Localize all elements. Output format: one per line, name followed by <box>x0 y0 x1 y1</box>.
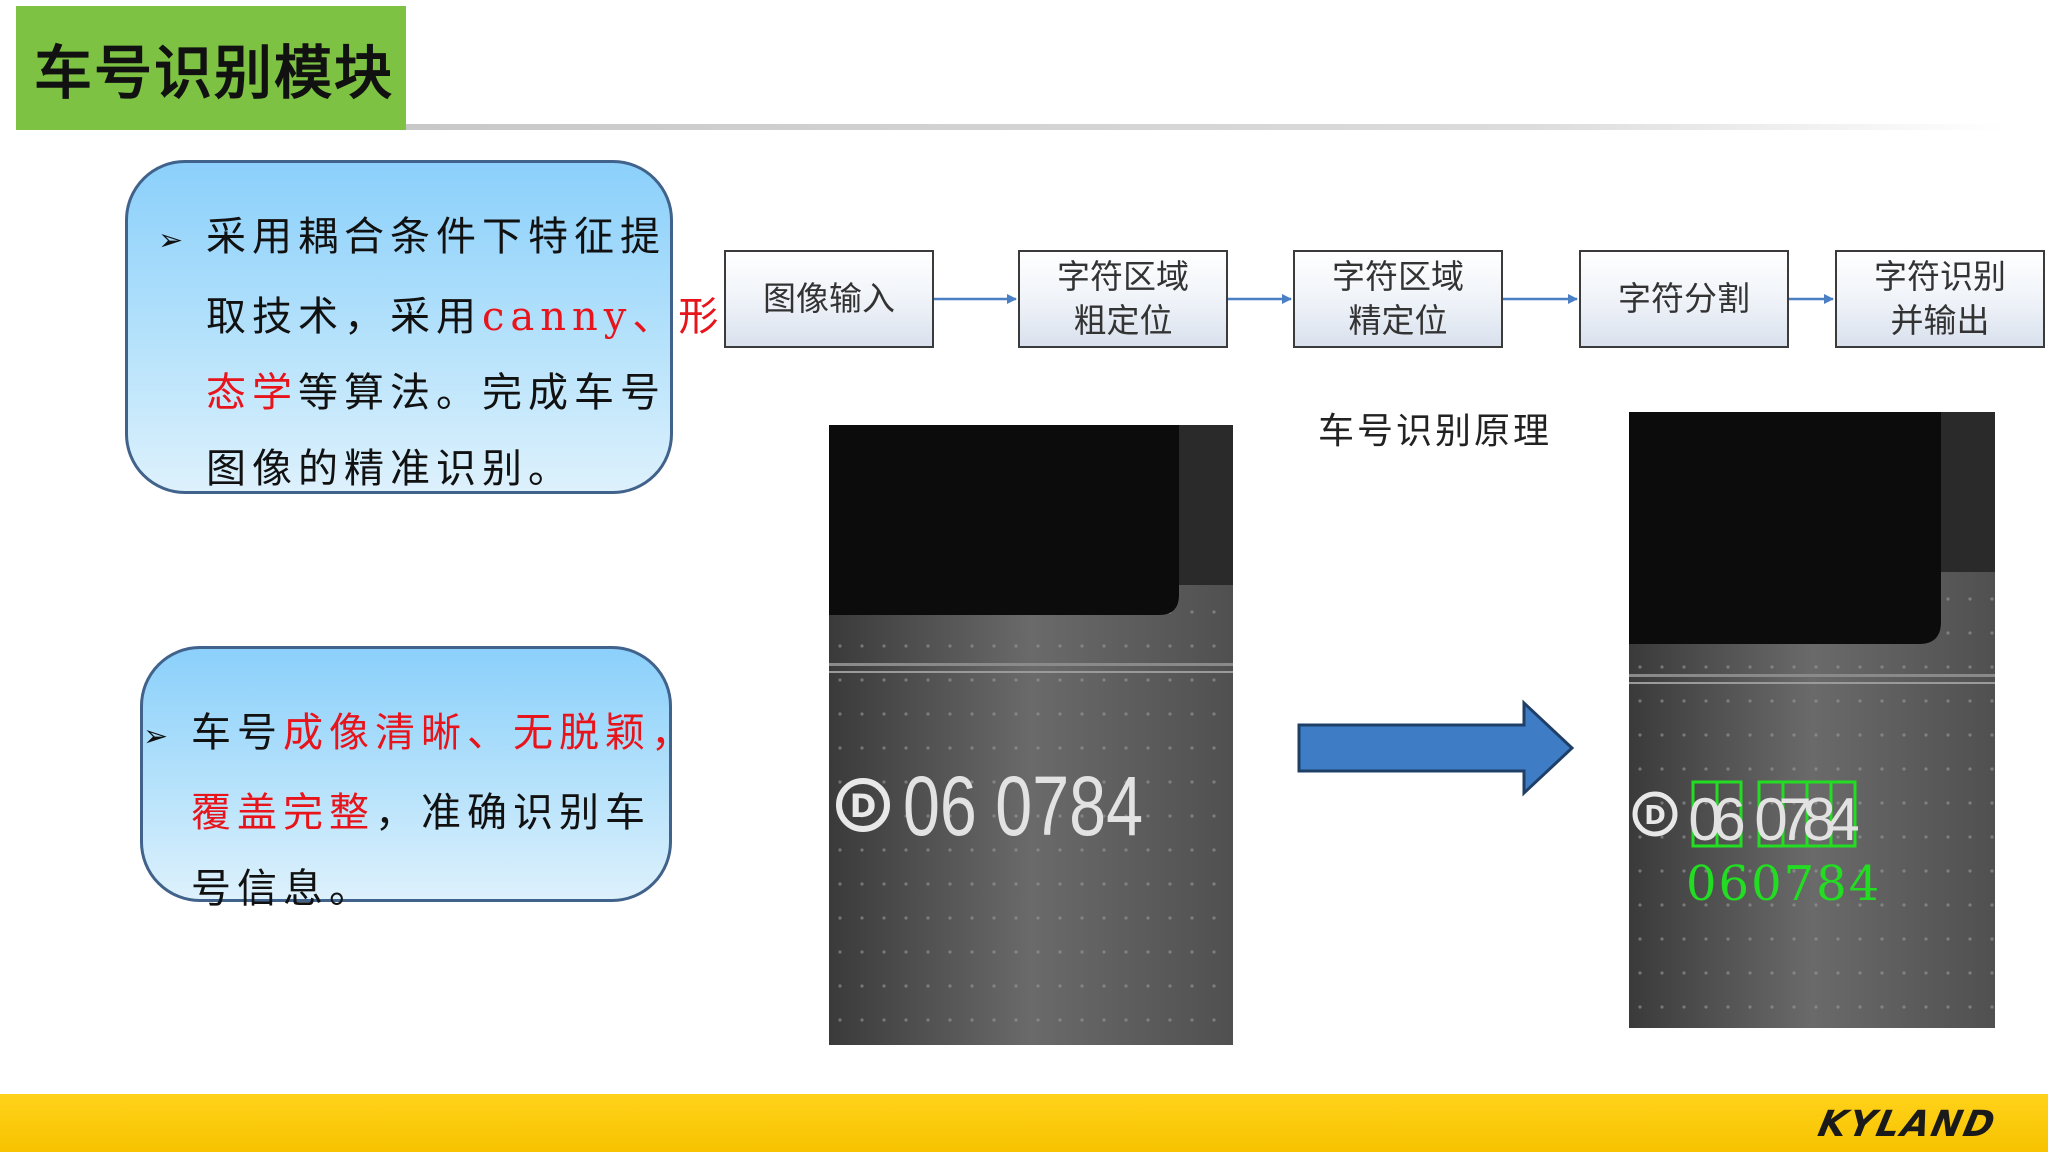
text-line: 图像的精准识别。 <box>206 446 574 492</box>
text-line: 号信息。 <box>191 866 375 912</box>
highlight-text: 成像清晰、无脱颖， <box>283 710 697 756</box>
train-number-image-original: D 06 0784 <box>829 425 1233 1045</box>
segmented-digit: 8 <box>1802 786 1835 853</box>
text-line: ➢车号成像清晰、无脱颖， <box>143 695 691 775</box>
highlight-text: 态学 <box>206 370 298 416</box>
segmented-digit: 0 <box>1688 786 1721 853</box>
segmented-digit: 7 <box>1778 786 1811 853</box>
description-text-2: ➢车号成像清晰、无脱颖， 覆盖完整，准确识别车 号信息。 <box>143 695 691 927</box>
svg-text:D: D <box>850 787 877 825</box>
segmented-digit: 6 <box>1712 786 1745 853</box>
detected-digit-boxes <box>1691 780 1857 848</box>
diagram-caption: 车号识别原理 <box>1318 411 1553 452</box>
flow-step-fine-locate: 字符区域 精定位 <box>1293 250 1503 348</box>
page-title: 车号识别模块 <box>34 39 395 107</box>
flow-step-recognize-output: 字符识别 并输出 <box>1835 250 2045 348</box>
text-line: 态学等算法。完成车号 <box>206 370 666 416</box>
flow-step-coarse-locate: 字符区域 粗定位 <box>1018 250 1228 348</box>
title-divider <box>406 124 2006 130</box>
segmented-digit: 0 <box>1754 786 1787 853</box>
svg-text:D: D <box>1644 801 1666 831</box>
description-box-1: ➢采用耦合条件下特征提 取技术，采用canny、形 态学等算法。完成车号 图像的… <box>125 160 718 494</box>
bullet-arrow-icon: ➢ <box>158 223 190 258</box>
kyland-logo: KYLAND <box>1814 1104 2001 1145</box>
text-line: ➢采用耦合条件下特征提 <box>158 199 660 279</box>
train-number-image-recognized: D 0 6 0 7 8 4 060784 <box>1629 412 1995 1028</box>
recognized-number-text: 060784 <box>1686 856 1881 912</box>
segmented-digit: 4 <box>1826 786 1859 853</box>
highlight-text: canny、形 <box>482 294 725 340</box>
footer-bar: KYLAND <box>0 1094 2048 1152</box>
text-line: 覆盖完整，准确识别车 <box>191 790 651 836</box>
process-arrow-icon <box>1297 699 1575 797</box>
train-number-text: 06 0784 <box>903 759 1143 853</box>
description-text-1: ➢采用耦合条件下特征提 取技术，采用canny、形 态学等算法。完成车号 图像的… <box>158 199 725 507</box>
title-bar: 车号识别模块 <box>16 6 406 130</box>
highlight-text: 覆盖完整 <box>191 790 375 836</box>
description-box-2: ➢车号成像清晰、无脱颖， 覆盖完整，准确识别车 号信息。 <box>140 646 691 912</box>
flow-step-segmentation: 字符分割 <box>1579 250 1789 348</box>
bullet-arrow-icon: ➢ <box>143 719 175 754</box>
flow-step-image-input: 图像输入 <box>724 250 934 348</box>
text-line: 取技术，采用canny、形 <box>206 294 725 340</box>
